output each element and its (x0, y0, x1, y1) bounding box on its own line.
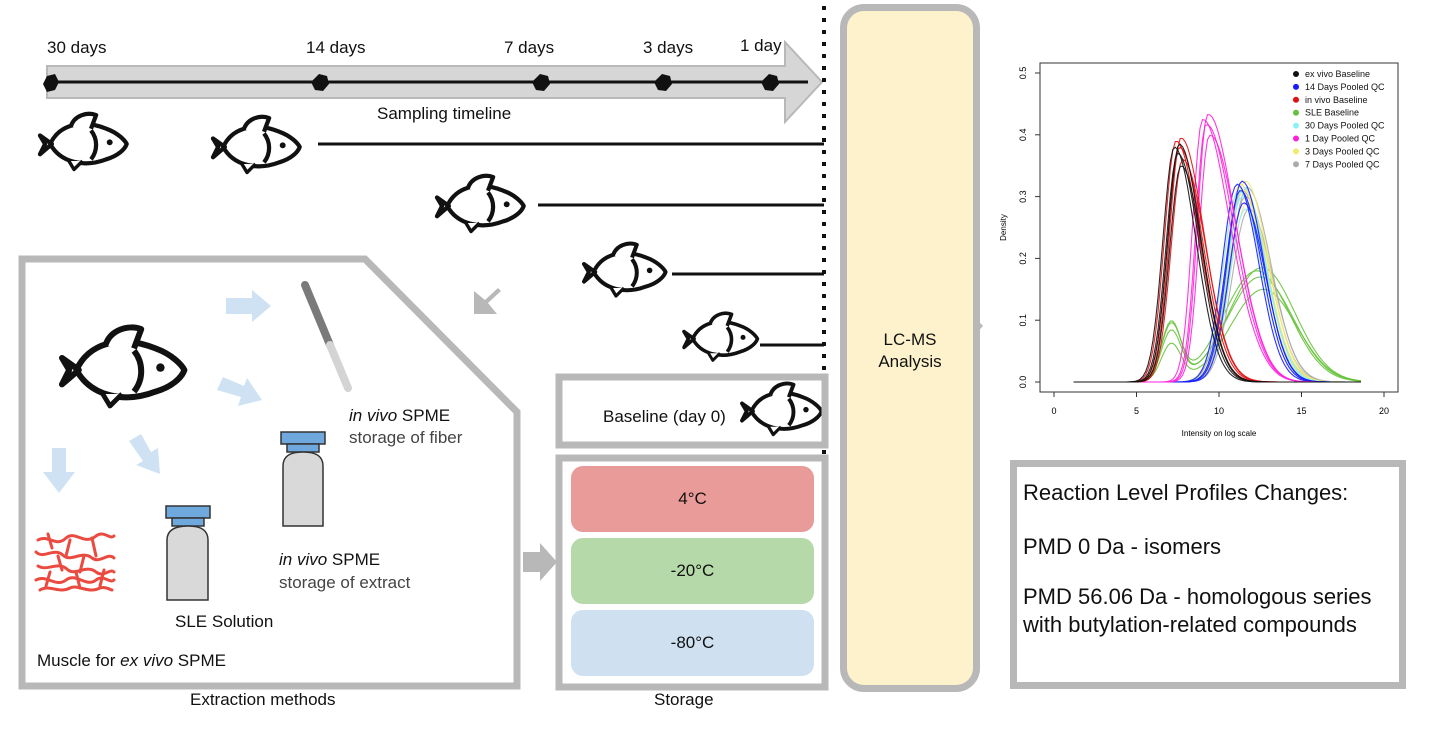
fish-icon-14days (213, 117, 300, 173)
lcms-box: LC-MS Analysis (840, 4, 980, 692)
storage-minus20c: -20°C (571, 538, 814, 604)
right-arrow-storage-icon (523, 543, 557, 581)
timeline-label-1day: 1 day (740, 36, 782, 55)
timeline-caption: Sampling timeline (377, 104, 512, 123)
sle-label: SLE Solution (175, 612, 274, 631)
fish-icon-baseline (740, 381, 824, 437)
storage-caption: Storage (654, 690, 714, 709)
extraction-frame (18, 255, 521, 690)
reaction-item-2: PMD 56.06 Da - homologous series with bu… (1023, 584, 1372, 637)
extraction-caption: Extraction methods (190, 690, 336, 709)
vial-sle-icon (165, 505, 211, 601)
muscle-tissue-icon (34, 532, 116, 592)
reaction-title: Reaction Level Profiles Changes: (1023, 480, 1349, 505)
vial-extract-icon (280, 431, 326, 527)
storage-4c: 4°C (571, 466, 814, 532)
light-blue-arrows (43, 290, 271, 493)
lcms-line1: LC-MS (883, 330, 937, 349)
timeline-label-30days: 30 days (47, 38, 107, 57)
timeline-label-7days: 7 days (504, 38, 555, 57)
muscle-label: Muscle for ex vivo SPME (37, 651, 226, 670)
spme-fiber-icon (301, 281, 352, 392)
reaction-box: Reaction Level Profiles Changes: PMD 0 D… (1010, 460, 1406, 689)
fish-icon-1day (682, 311, 760, 363)
in-vivo-fiber-label: in vivo SPME storage of fiber (349, 406, 463, 447)
timeline-markers (43, 74, 779, 92)
fish-icon-7days (437, 176, 524, 232)
storage-minus80c: -80°C (571, 610, 814, 676)
reaction-item-1: PMD 0 Da - isomers (1023, 534, 1222, 559)
in-vivo-extract-label: in vivo SPME storage of extract (279, 550, 411, 592)
down-arrow-icon (474, 288, 501, 314)
lcms-line2: Analysis (878, 352, 942, 371)
baseline-label: Baseline (day 0) (603, 407, 726, 426)
fish-icon-extraction (62, 327, 184, 406)
timeline-label-3days: 3 days (643, 38, 694, 57)
fish-icon-3days (584, 244, 666, 296)
timeline-label-14days: 14 days (306, 38, 366, 57)
baseline-frame (555, 373, 829, 449)
fish-icon-30days (40, 114, 127, 170)
storage-frame (555, 454, 829, 691)
